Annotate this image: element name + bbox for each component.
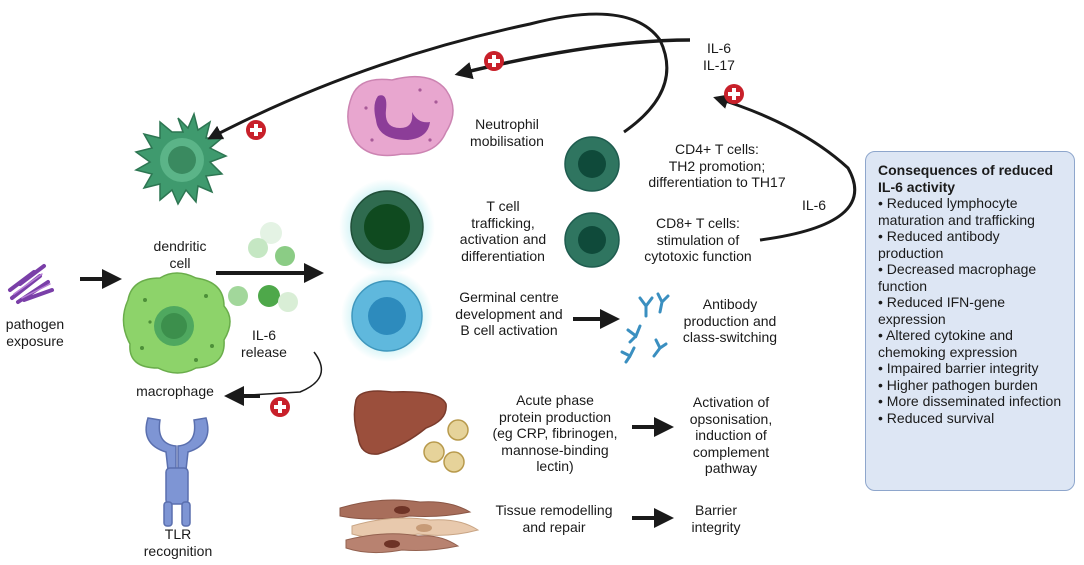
acute-phase-protein-icons bbox=[423, 419, 469, 473]
cd4-t-cell-icon bbox=[564, 136, 620, 192]
consequence-item: Reduced survival bbox=[878, 410, 1066, 427]
arrow-cd8-to-cd4 bbox=[713, 94, 857, 242]
tlr-label: TLR recognition bbox=[143, 526, 213, 559]
antibody-label: Antibody production and class-switching bbox=[682, 296, 778, 345]
consequence-item: More disseminated infection bbox=[878, 393, 1066, 410]
consequence-item: Decreased macrophage function bbox=[878, 261, 1066, 294]
consequence-item: Impaired barrier integrity bbox=[878, 360, 1066, 377]
il6-il17-label: IL-6 IL-17 bbox=[703, 40, 735, 73]
neutrophil-icon bbox=[347, 75, 454, 157]
consequences-box: Consequences of reduced IL-6 activity Re… bbox=[865, 151, 1075, 491]
dendritic-cell-icon bbox=[134, 111, 228, 206]
cytokine-bubbles-icon bbox=[228, 222, 298, 312]
cd8-label: CD8+ T cells: stimulation of cytotoxic f… bbox=[644, 215, 752, 264]
consequences-title: Consequences of reduced IL-6 activity bbox=[878, 162, 1054, 195]
consequence-item: Altered cytokine and chemoking expressio… bbox=[878, 327, 1066, 360]
barrier-label: Barrier integrity bbox=[691, 502, 741, 535]
neutrophil-label: Neutrophil mobilisation bbox=[470, 116, 544, 149]
plus-badge-icon bbox=[724, 84, 744, 104]
b-cell-icon bbox=[341, 270, 433, 362]
plus-badge-icon bbox=[484, 51, 504, 71]
antibody-icons bbox=[620, 292, 670, 364]
consequences-list: Reduced lymphocyte maturation and traffi… bbox=[878, 195, 1066, 426]
cd4-label: CD4+ T cells: TH2 promotion; differentia… bbox=[648, 141, 786, 190]
dendritic-cell-label: dendritic cell bbox=[153, 238, 207, 271]
tlr-receptor-icon bbox=[145, 417, 209, 527]
plus-badge-icon bbox=[246, 120, 266, 140]
consequence-item: Reduced IFN-gene expression bbox=[878, 294, 1066, 327]
consequence-item: Reduced antibody production bbox=[878, 228, 1066, 261]
il6-label: IL-6 bbox=[801, 197, 827, 213]
cd8-t-cell-icon bbox=[564, 212, 620, 268]
tissue-cells-icon bbox=[339, 499, 480, 554]
t-cell-icon bbox=[339, 179, 435, 275]
arrow-il6-release-loop bbox=[231, 351, 323, 397]
t-cell-label: T cell trafficking, activation and diffe… bbox=[459, 198, 547, 264]
germinal-label: Germinal centre development and B cell a… bbox=[455, 289, 563, 338]
pathogen-label: pathogen exposure bbox=[5, 316, 65, 349]
macrophage-icon bbox=[122, 272, 231, 374]
macrophage-label: macrophage bbox=[136, 383, 214, 399]
liver-icon bbox=[353, 390, 447, 455]
tissue-label: Tissue remodelling and repair bbox=[495, 502, 613, 535]
consequence-item: Reduced lymphocyte maturation and traffi… bbox=[878, 195, 1066, 228]
il6-release-label: IL-6 release bbox=[241, 327, 287, 360]
opsonisation-label: Activation of opsonisation, induction of… bbox=[689, 394, 773, 476]
acute-phase-label: Acute phase protein production (eg CRP, … bbox=[492, 392, 618, 474]
plus-badge-icon bbox=[270, 397, 290, 417]
arrow-feedback-to-dendritic bbox=[207, 12, 669, 140]
pathogen-icon bbox=[8, 264, 54, 304]
consequence-item: Higher pathogen burden bbox=[878, 377, 1066, 394]
